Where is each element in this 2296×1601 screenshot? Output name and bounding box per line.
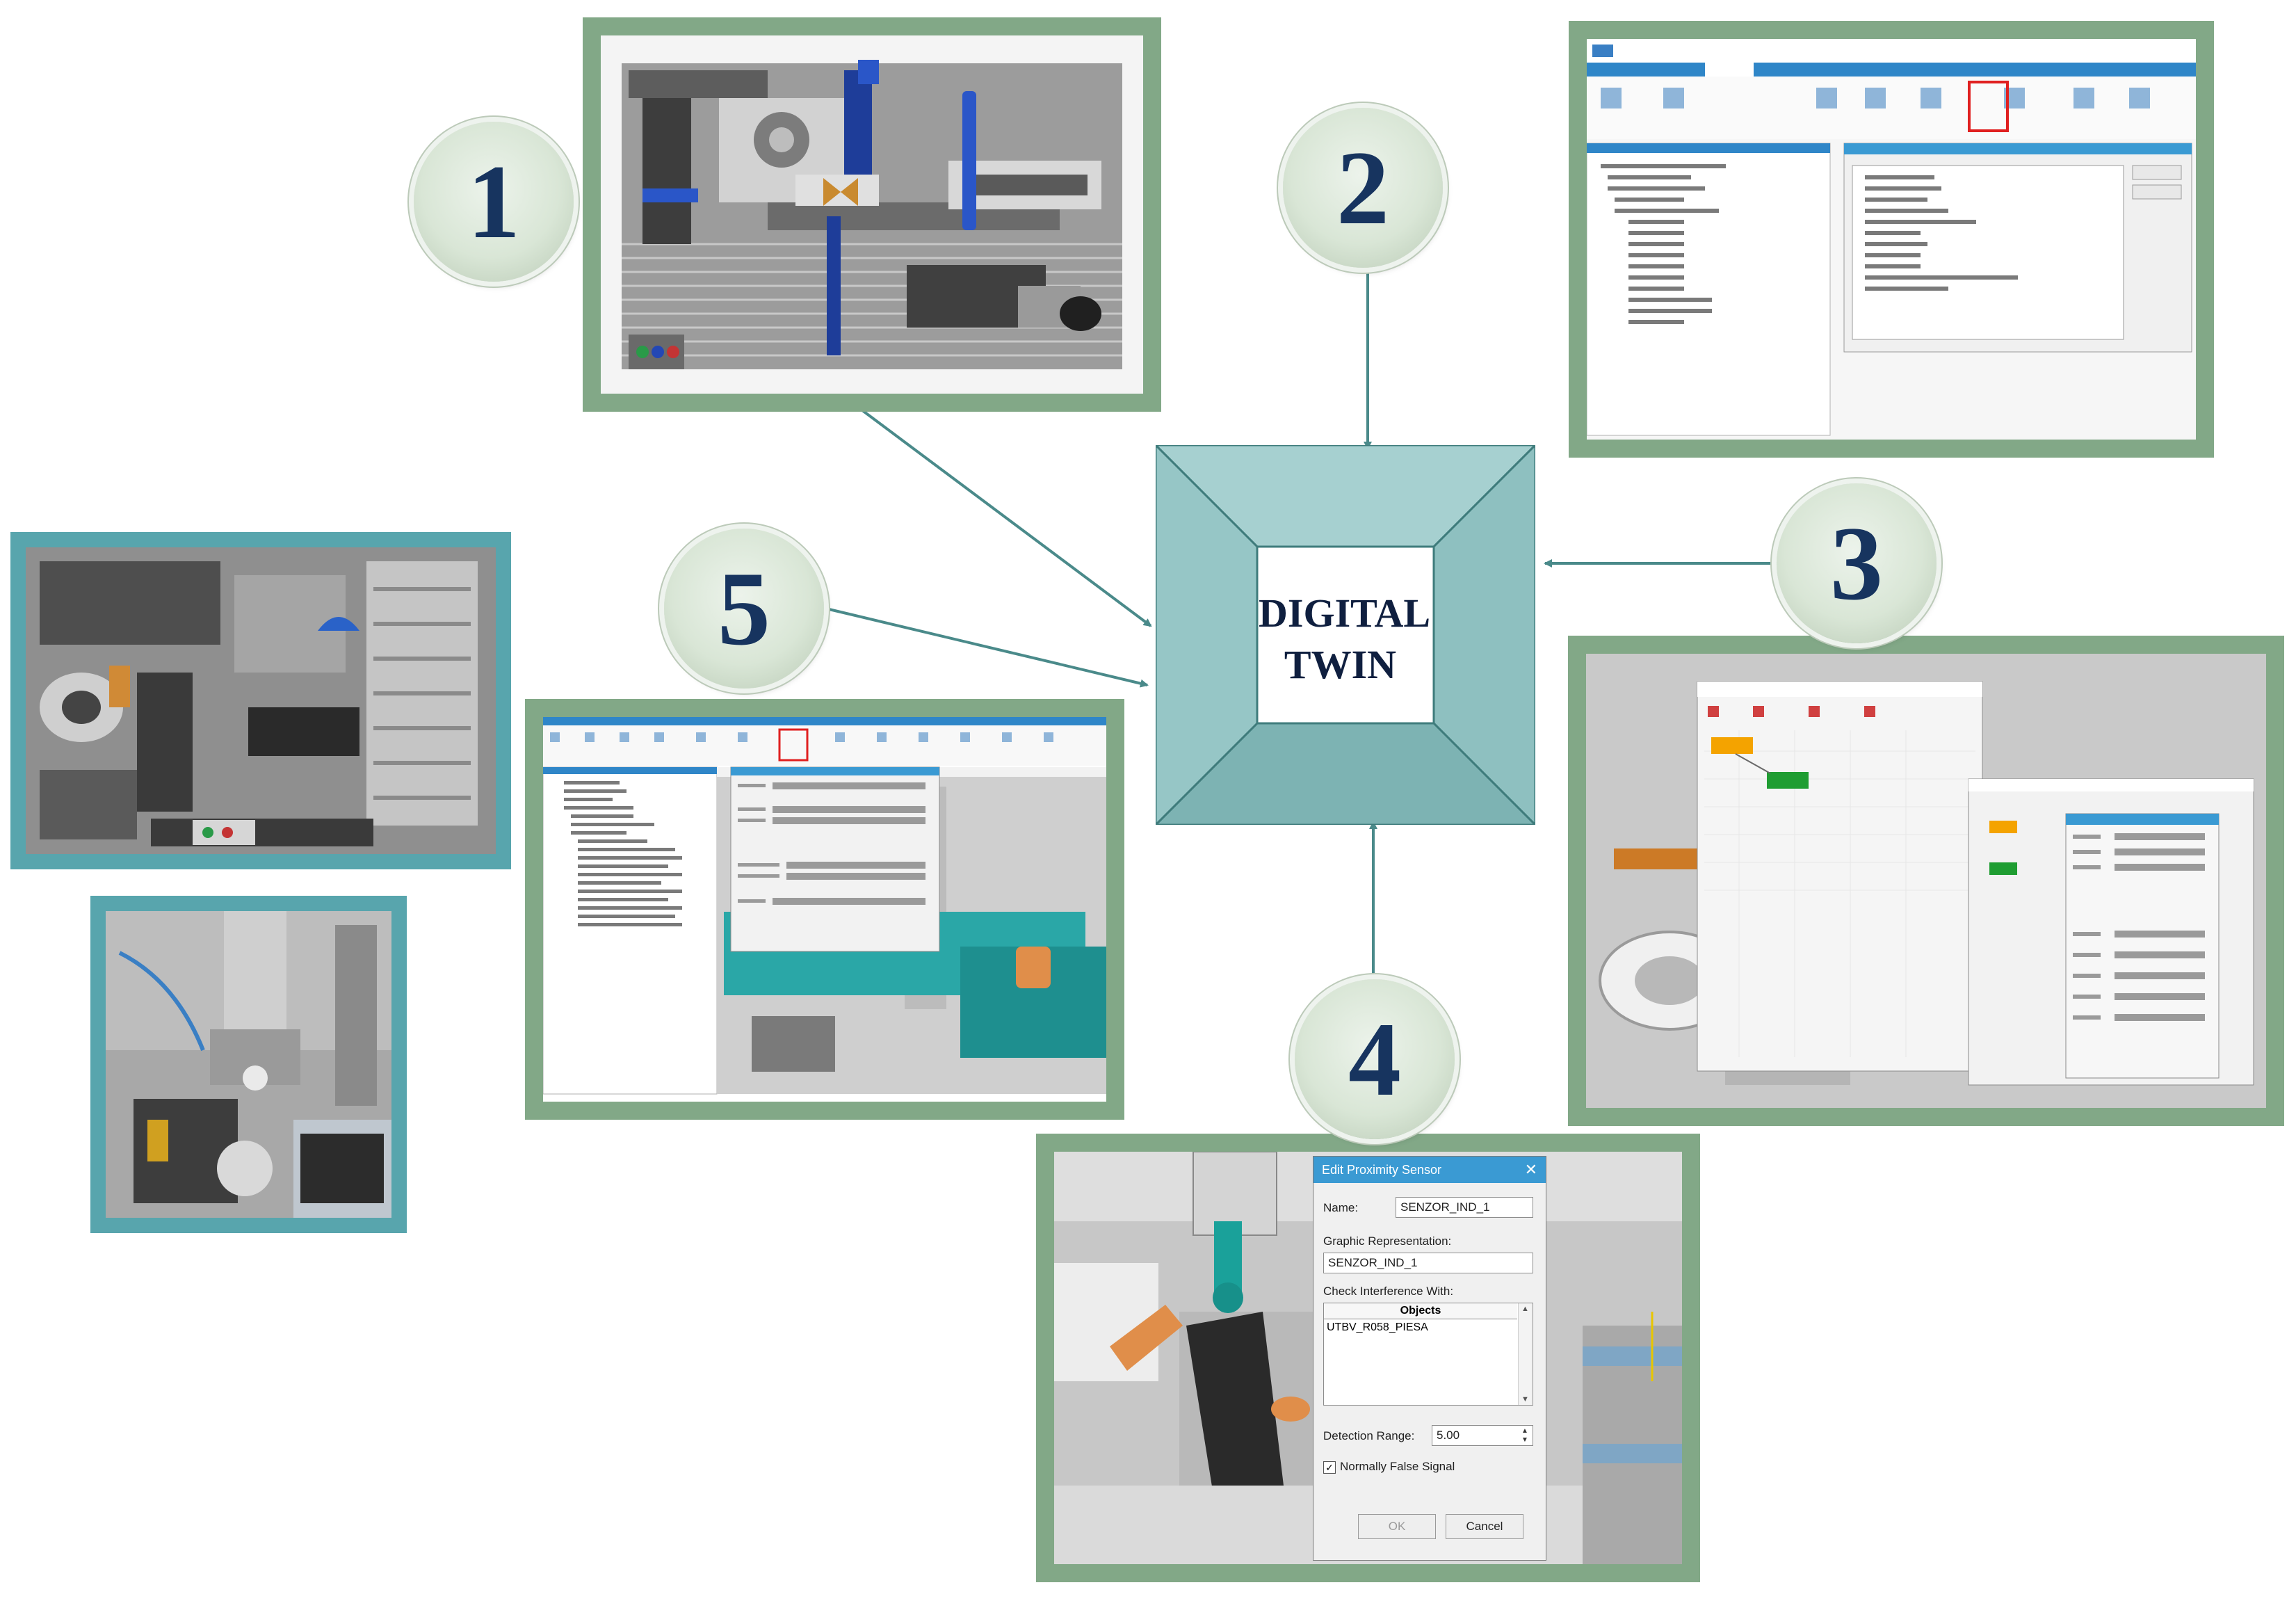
- step-5-badge: 5: [664, 529, 824, 689]
- proximity-sensor-dialog: Edit Proximity Sensor ✕ Name: SENZOR_IND…: [1313, 1156, 1546, 1561]
- conveyor-modeling-panel: [525, 699, 1124, 1120]
- physical-station-photo: [10, 532, 511, 869]
- dialog-title: Edit Proximity Sensor: [1313, 1157, 1546, 1183]
- normally-false-signal-label: Normally False Signal: [1340, 1460, 1455, 1473]
- objects-header: Objects: [1324, 1303, 1517, 1319]
- software-resources-panel: [1569, 21, 2214, 458]
- step-2-badge: 2: [1283, 108, 1443, 268]
- arrow-step5: [825, 607, 1149, 688]
- scroll-arrow-icon[interactable]: ▼: [1521, 1395, 1529, 1403]
- conveyor-modeling-image: [543, 717, 1106, 1102]
- close-icon[interactable]: ✕: [1524, 1161, 1537, 1178]
- cad-model-image: [601, 35, 1143, 394]
- object-row[interactable]: UTBV_R058_PIESA: [1327, 1321, 1428, 1333]
- step-1-badge: 1: [414, 122, 574, 282]
- physical-sensor-photo: [90, 896, 407, 1233]
- arrow-step1: [861, 409, 1152, 627]
- graphic-representation-input[interactable]: SENZOR_IND_1: [1323, 1253, 1533, 1273]
- step-3-number: 3: [1830, 505, 1883, 622]
- step-3-badge: 3: [1777, 483, 1937, 643]
- software-resources-image: [1587, 39, 2196, 440]
- objects-list[interactable]: Objects UTBV_R058_PIESA ▲ ▼: [1323, 1303, 1533, 1406]
- kinematic-editor-panel: [1568, 636, 2284, 1126]
- detection-range-label: Detection Range:: [1323, 1429, 1415, 1442]
- digital-twin-line1: DIGITAL: [1259, 590, 1431, 636]
- digital-twin-frame: [1156, 445, 1535, 825]
- detection-range-input[interactable]: 5.00: [1432, 1425, 1533, 1446]
- step-5-number: 5: [718, 550, 770, 667]
- scroll-arrow-icon[interactable]: ▲: [1521, 1305, 1529, 1313]
- graphic-representation-label: Graphic Representation:: [1323, 1234, 1452, 1248]
- physical-station-image: [26, 547, 496, 854]
- name-input[interactable]: SENZOR_IND_1: [1396, 1197, 1533, 1218]
- cancel-button[interactable]: Cancel: [1446, 1514, 1523, 1539]
- ok-button[interactable]: OK: [1358, 1514, 1436, 1539]
- step-4-badge: 4: [1295, 979, 1455, 1139]
- step-2-number: 2: [1336, 129, 1389, 246]
- check-interference-label: Check Interference With:: [1323, 1285, 1454, 1298]
- proximity-sensor-panel: Edit Proximity Sensor ✕ Name: SENZOR_IND…: [1036, 1134, 1700, 1582]
- checkbox-checked-icon[interactable]: ✓: [1323, 1461, 1336, 1474]
- step-4-number: 4: [1348, 1001, 1401, 1118]
- name-label: Name:: [1323, 1201, 1359, 1214]
- physical-sensor-image: [106, 911, 391, 1218]
- digital-twin-label: DIGITAL TWIN: [1259, 588, 1431, 691]
- step-1-number: 1: [467, 143, 520, 260]
- kinematic-editor-image: [1586, 654, 2266, 1108]
- cad-model-panel: [583, 17, 1161, 412]
- objects-scrollbar[interactable]: ▲ ▼: [1518, 1303, 1533, 1405]
- digital-twin-line2: TWIN: [1284, 642, 1397, 687]
- spinner-icon[interactable]: ▲▼: [1521, 1427, 1528, 1444]
